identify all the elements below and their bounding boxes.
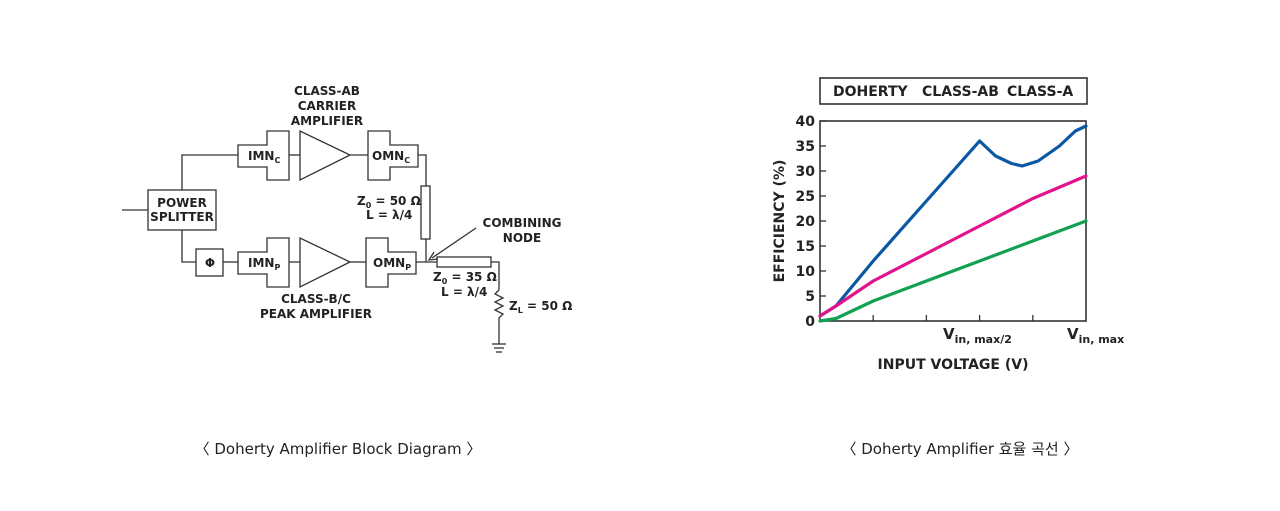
carrier-amplifier-triangle: [299, 129, 352, 182]
y-axis-label: EFFICIENCY (%): [772, 160, 788, 283]
splitter-label-1: POWER: [157, 196, 207, 210]
series-class-a: [818, 219, 1088, 323]
x-tick-label: Vin, max: [1067, 325, 1124, 346]
peak-label-2: PEAK AMPLIFIER: [260, 307, 372, 321]
x-axis-label: INPUT VOLTAGE (V): [878, 357, 1029, 373]
imn-p-block: [237, 237, 290, 288]
series-doherty: [818, 124, 1088, 318]
tline-50-ohm: [420, 185, 431, 240]
splitter-label-2: SPLITTER: [150, 210, 214, 224]
doherty-block-diagram: POWER SPLITTER Φ IMNC OMNC IMNP OMNP CLA…: [122, 84, 572, 353]
phase-shifter-block: [195, 248, 224, 277]
y-tick-label: 40: [796, 114, 816, 130]
imn-c-block: [237, 130, 290, 181]
tline-35-ohm: [436, 256, 492, 268]
upper-feed-line: [181, 154, 238, 190]
peak-amplifier-triangle: [299, 236, 352, 289]
block-diagram-panel: POWER SPLITTER Φ IMNC OMNC IMNP OMNP CLA…: [0, 0, 640, 506]
lower-feed-line: [181, 230, 196, 263]
series-class-ab: [818, 174, 1088, 318]
z0-35-label: Z0 = 35 Ω: [433, 270, 497, 286]
legend-class-ab: CLASS-AB: [922, 84, 999, 100]
combining-label-2: NODE: [503, 231, 541, 245]
legend-class-a: CLASS-A: [1007, 84, 1073, 100]
l-quarter-label-1: L = λ/4: [366, 208, 412, 222]
block-diagram-caption: 〈 Doherty Amplifier Block Diagram 〉: [194, 440, 482, 458]
imn-p-label: IMNP: [248, 256, 280, 272]
y-tick-label: 35: [796, 139, 815, 155]
imn-c-label: IMNC: [248, 149, 280, 165]
carrier-label-3: AMPLIFIER: [291, 114, 363, 128]
load-resistor: [493, 289, 505, 344]
zl-label: ZL = 50 Ω: [509, 299, 572, 315]
y-tick-label: 10: [796, 264, 816, 280]
y-tick-label: 5: [805, 289, 815, 305]
phase-symbol: Φ: [205, 256, 215, 270]
omn-c-block: [367, 130, 419, 181]
y-tick-label: 0: [805, 314, 815, 330]
peak-label-1: CLASS-B/C: [281, 292, 351, 306]
y-tick-label: 20: [796, 214, 816, 230]
y-tick-label: 15: [796, 239, 815, 255]
legend-box: [819, 77, 1088, 105]
omn-c-label: OMNC: [372, 149, 410, 165]
y-tick-label: 30: [796, 164, 816, 180]
z0-50-label: Z0 = 50 Ω: [357, 194, 421, 210]
omn-p-label: OMNP: [373, 256, 411, 272]
combining-node-pointer: [431, 227, 477, 259]
l-quarter-label-2: L = λ/4: [441, 285, 487, 299]
carrier-label-2: CARRIER: [298, 99, 356, 113]
carrier-label-1: CLASS-AB: [294, 84, 360, 98]
efficiency-chart-caption: 〈 Doherty Amplifier 효율 곡선 〉: [841, 440, 1079, 458]
x-tick-label: Vin, max/2: [943, 325, 1012, 346]
omn-p-block: [365, 237, 417, 288]
y-tick-label: 25: [796, 189, 815, 205]
combining-label-1: COMBINING: [483, 216, 562, 230]
legend-doherty: DOHERTY: [833, 84, 909, 100]
